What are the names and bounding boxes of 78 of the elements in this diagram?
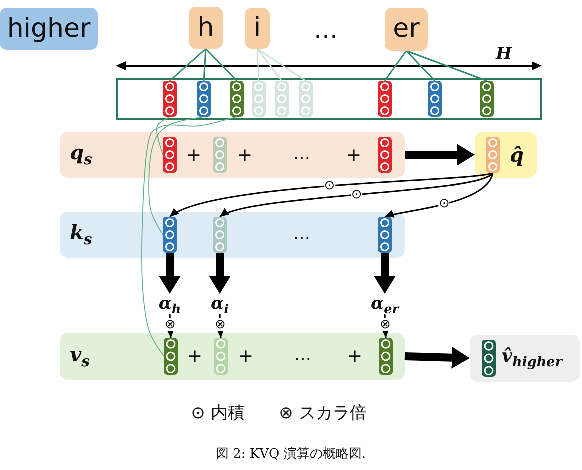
output-label: q̂ bbox=[510, 145, 524, 165]
band-label: q$_{s}$ bbox=[70, 142, 92, 168]
caption: 図 2: KVQ 演算の概略図. bbox=[215, 448, 367, 461]
block-arrow bbox=[209, 253, 231, 294]
edge-label: ⊙ bbox=[324, 180, 336, 193]
ellipsis: … bbox=[294, 226, 310, 244]
connector-line bbox=[170, 48, 206, 82]
vector-frame bbox=[116, 78, 542, 120]
vector-icon bbox=[197, 81, 211, 117]
vector-icon bbox=[252, 81, 266, 117]
plus-sign: + bbox=[347, 348, 363, 366]
token-box: i bbox=[245, 8, 270, 49]
edge-label: ⊙ bbox=[351, 188, 362, 202]
connector-line bbox=[203, 48, 207, 82]
vector-icon bbox=[378, 217, 392, 253]
vector-icon bbox=[379, 338, 393, 375]
ellipsis: … bbox=[294, 146, 310, 164]
edge-label: ⊗ bbox=[164, 318, 176, 332]
vector-icon bbox=[378, 137, 392, 173]
vector-icon bbox=[163, 81, 177, 117]
plus-sign: + bbox=[346, 147, 362, 165]
dimension-label: H bbox=[496, 46, 512, 64]
connector-line bbox=[384, 50, 408, 82]
plus-sign: + bbox=[237, 147, 253, 165]
ellipsis: … bbox=[294, 348, 312, 364]
block-arrow bbox=[405, 144, 475, 166]
output-panel bbox=[475, 132, 537, 178]
output-label: v̂$_{higher}$ bbox=[502, 347, 562, 370]
vector-icon bbox=[213, 137, 227, 173]
plus-sign: + bbox=[186, 147, 202, 165]
vector-icon bbox=[299, 81, 313, 117]
vector-icon bbox=[482, 340, 496, 377]
legend-label: ⊗ スカラ倍 bbox=[279, 406, 367, 422]
band-label: k$_{s}$ bbox=[70, 222, 92, 248]
vector-icon bbox=[480, 81, 494, 117]
token-box: er bbox=[385, 8, 428, 51]
band-panel bbox=[60, 333, 405, 380]
connector-line bbox=[156, 116, 170, 156]
block-arrow bbox=[159, 253, 181, 294]
vector-icon bbox=[163, 217, 177, 253]
edge-label: ⊙ bbox=[438, 198, 450, 211]
plus-sign: + bbox=[187, 348, 203, 366]
vector-icon bbox=[428, 81, 442, 117]
vector-icon bbox=[213, 217, 227, 253]
connector-line bbox=[256, 48, 260, 82]
connector-line bbox=[148, 116, 204, 236]
connector-line bbox=[205, 48, 238, 82]
token-box: h bbox=[189, 7, 223, 49]
block-arrow bbox=[404, 346, 470, 369]
connector-line bbox=[257, 48, 282, 82]
connector-line bbox=[142, 116, 238, 357]
weight-label: α$_{i}$ bbox=[204, 294, 236, 314]
connector-line bbox=[406, 50, 436, 82]
legend-label: ⊙ 内積 bbox=[191, 406, 245, 422]
band-panel bbox=[60, 132, 405, 178]
connector-line bbox=[257, 48, 306, 82]
vector-icon bbox=[164, 338, 178, 375]
arrow bbox=[384, 172, 494, 218]
vector-icon bbox=[230, 81, 244, 117]
vector-icon bbox=[163, 137, 177, 173]
ellipsis: … bbox=[314, 18, 338, 42]
vector-icon bbox=[275, 81, 289, 117]
vector-icon bbox=[378, 81, 392, 117]
band-panel bbox=[60, 212, 405, 258]
weight-label: α$_{h}$ bbox=[154, 294, 186, 314]
weight-label: α$_{er}$ bbox=[364, 294, 406, 314]
token-box: higher bbox=[0, 8, 98, 50]
band-label: v$_{s}$ bbox=[70, 344, 90, 369]
vector-icon bbox=[486, 137, 500, 173]
plus-sign: + bbox=[238, 348, 254, 366]
edge-label: ⊗ bbox=[380, 318, 391, 332]
edge-label: ⊗ bbox=[214, 318, 226, 332]
connector-line bbox=[406, 50, 488, 82]
arrow bbox=[170, 172, 494, 218]
output-panel bbox=[470, 335, 580, 382]
block-arrow bbox=[374, 253, 396, 294]
arrow bbox=[220, 172, 494, 218]
vector-icon bbox=[214, 338, 228, 375]
